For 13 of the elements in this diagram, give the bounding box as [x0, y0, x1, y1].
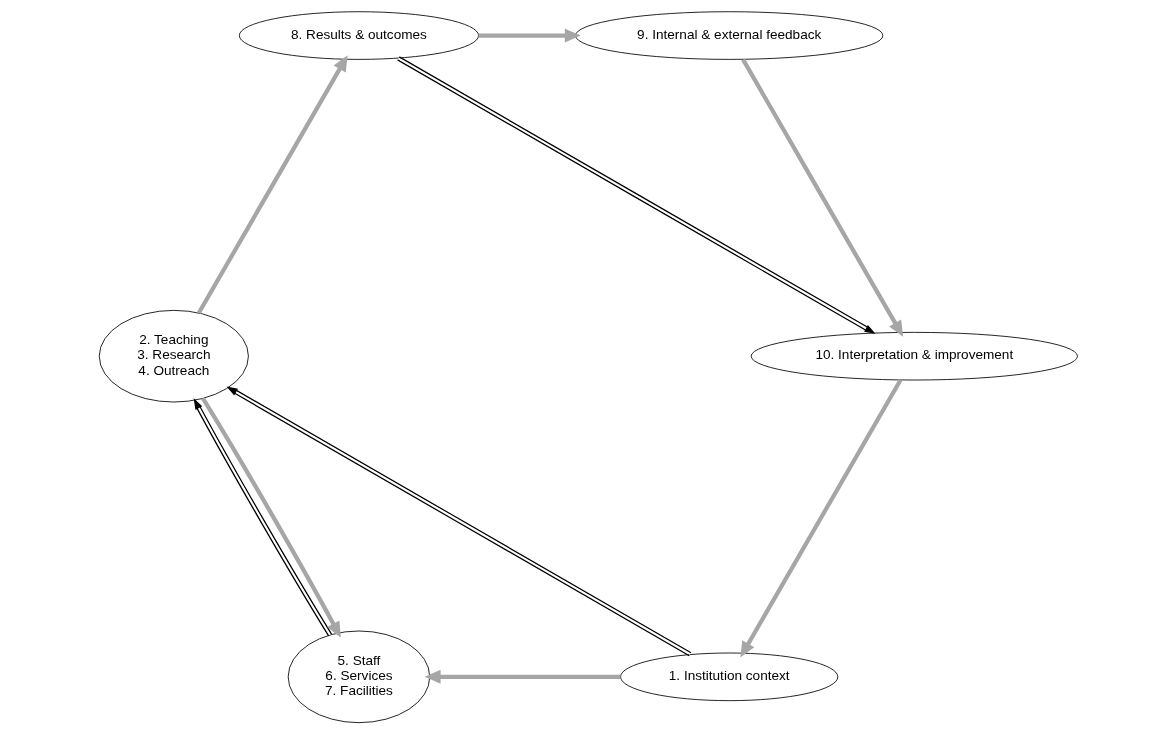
arrow: [196, 55, 348, 314]
arrow: [424, 669, 620, 684]
node-ellipse: 2. Teaching 3. Research 4. Outreach: [98, 309, 249, 403]
node-ellipse: 1. Institution context: [619, 652, 838, 702]
arrow: [739, 379, 902, 658]
node-ellipse: 8. Results & outcomes: [238, 11, 479, 60]
node-ellipse: 10. Interpretation & improvement: [750, 331, 1078, 381]
arrow: [396, 56, 876, 334]
arrow: [226, 386, 692, 657]
node-ellipse: 5. Staff 6. Services 7. Facilities: [287, 630, 430, 724]
arrow: [478, 28, 581, 43]
node-ellipse: 9. Internal & external feedback: [574, 11, 883, 60]
arrow: [740, 58, 903, 337]
